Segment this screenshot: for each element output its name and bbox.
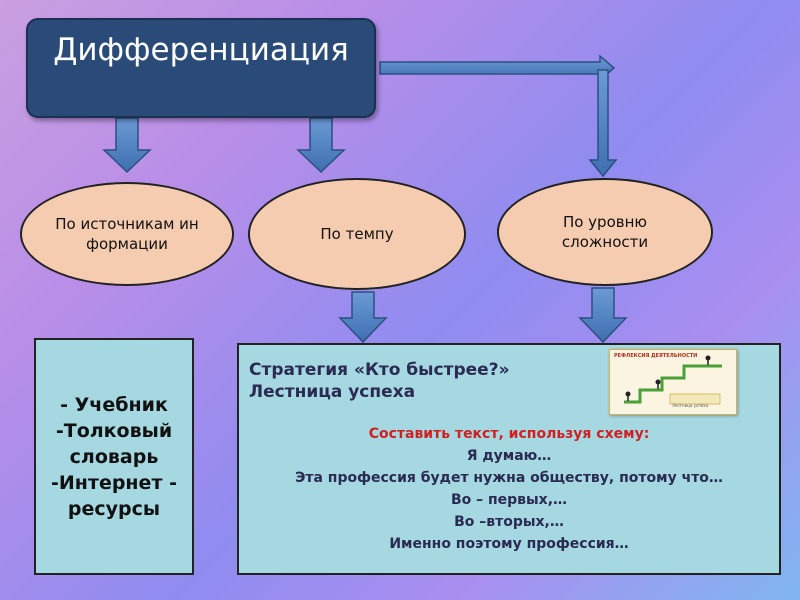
category-sources-ellipse: По источникам информации bbox=[20, 182, 234, 286]
arrow-down-icon bbox=[102, 117, 152, 174]
source-item: -Интернет - bbox=[51, 471, 177, 494]
title-text: Дифференциация bbox=[53, 32, 349, 68]
source-item: словарь bbox=[69, 445, 159, 468]
strategy-heading: Стратегия «Кто быстрее?» Лестница успеха bbox=[249, 359, 510, 403]
sources-box: - Учебник -Толковый словарь -Интернет - … bbox=[34, 338, 194, 575]
source-item: - Учебник bbox=[60, 393, 168, 416]
task-line: Я думаю… bbox=[466, 448, 552, 464]
arrow-right-icon bbox=[379, 54, 616, 82]
task-block: Составить текст, используя схему: Я дума… bbox=[239, 423, 779, 555]
arrow-down-icon bbox=[578, 287, 628, 344]
strategy-subtitle: Лестница успеха bbox=[249, 382, 416, 402]
category-label: По источникам информации bbox=[55, 215, 199, 253]
category-complexity-ellipse: По уровню сложности bbox=[497, 178, 713, 286]
task-line: Эта профессия будет нужна обществу, пото… bbox=[295, 470, 723, 486]
strategy-box: Стратегия «Кто быстрее?» Лестница успеха… bbox=[237, 343, 781, 575]
category-label: По уровню сложности bbox=[561, 213, 649, 251]
source-item: -Толковый bbox=[55, 419, 173, 442]
arrow-down-icon bbox=[588, 69, 618, 178]
title-box: Дифференциация bbox=[26, 18, 376, 118]
ladder-bottom-label: Лестница успеха bbox=[672, 403, 709, 408]
task-line: Именно поэтому профессия… bbox=[389, 536, 629, 552]
ladder-caption: РЕФЛЕКСИЯ ДЕЯТЕЛЬНОСТИ bbox=[614, 353, 698, 359]
task-line: Во – первых,… bbox=[450, 492, 568, 508]
task-line: Во –вторых,… bbox=[454, 514, 564, 530]
category-pace-ellipse: По темпу bbox=[248, 178, 466, 290]
arrow-down-icon bbox=[338, 291, 388, 344]
arrow-down-icon bbox=[296, 117, 346, 174]
ladder-image: РЕФЛЕКСИЯ ДЕЯТЕЛЬНОСТИ Лестница успеха bbox=[609, 349, 737, 415]
source-item: ресурсы bbox=[67, 497, 161, 520]
ladder-steps-icon bbox=[624, 355, 722, 405]
strategy-title: Стратегия «Кто быстрее?» bbox=[249, 360, 510, 380]
category-label: По темпу bbox=[320, 225, 394, 243]
task-instruction: Составить текст, используя схему: bbox=[368, 426, 650, 442]
